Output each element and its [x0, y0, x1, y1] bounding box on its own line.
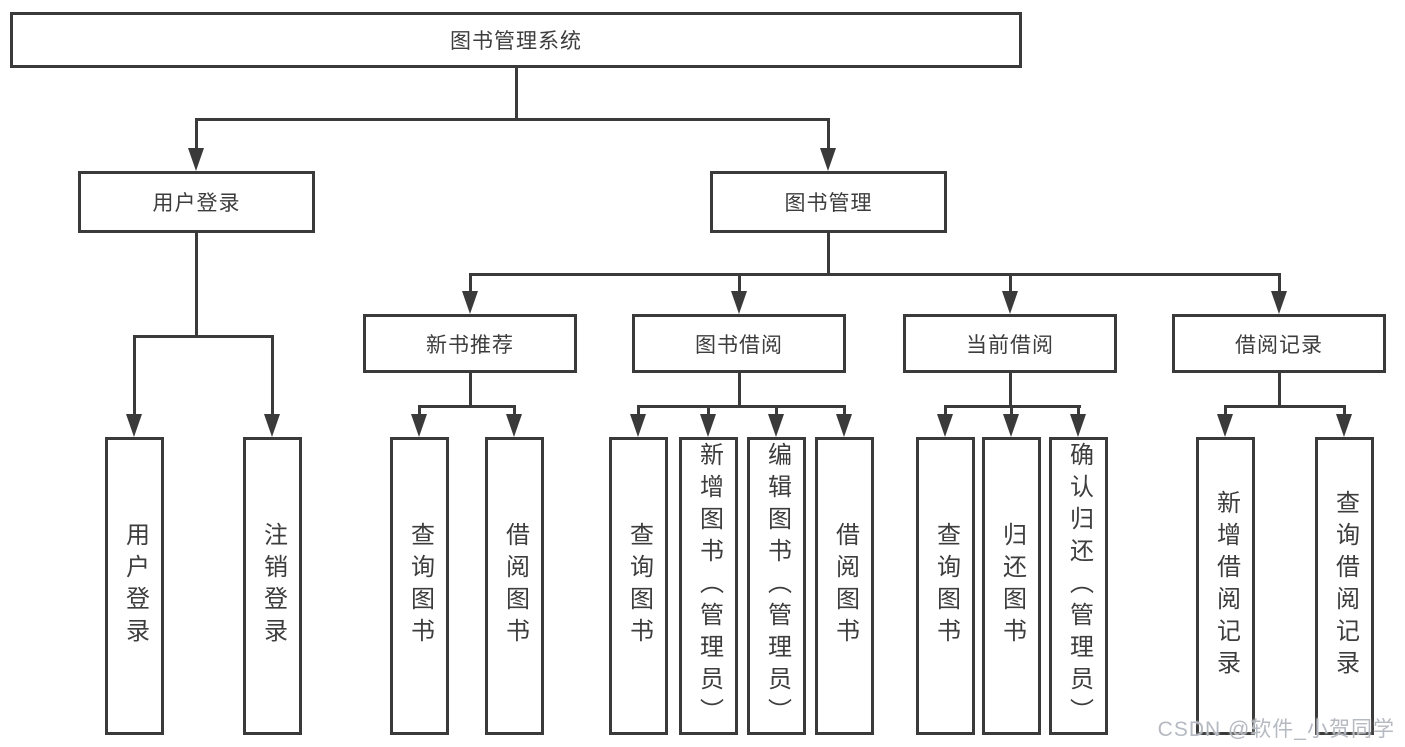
arrow-down-icon	[836, 414, 852, 437]
edge-book-management-stem	[827, 233, 830, 275]
leaf-add-borrow-record-label: 新增借阅记录	[1212, 490, 1240, 682]
arrow-down-icon	[411, 414, 427, 437]
node-book-borrow: 图书借阅	[632, 314, 846, 373]
edge-leaf-drop	[1343, 405, 1346, 417]
edge-leaf-drop	[944, 405, 947, 417]
leaf-borrow-books: 借阅图书	[815, 437, 874, 735]
arrow-down-icon	[731, 291, 747, 314]
edge-borrow-records-bus	[1224, 405, 1346, 408]
leaf-query-borrow-record: 查询借阅记录	[1315, 437, 1374, 735]
leaf-logout: 注销登录	[243, 437, 302, 735]
node-borrow-records: 借阅记录	[1172, 314, 1386, 373]
edge-book-borrow-stem	[738, 373, 741, 407]
edge-drop-current-borrow	[1009, 273, 1012, 294]
arrow-down-icon	[1070, 414, 1086, 437]
edge-leaf-drop	[707, 405, 710, 417]
edge-drop-leaf-login	[133, 335, 136, 416]
arrow-down-icon	[1217, 414, 1233, 437]
edge-user-login-bus	[133, 335, 274, 338]
arrow-down-icon	[1271, 291, 1287, 314]
edge-current-borrow-stem	[1009, 373, 1012, 407]
node-current-borrow: 当前借阅	[903, 314, 1117, 373]
edge-book-borrow-bus	[637, 405, 846, 408]
arrow-down-icon	[506, 414, 522, 437]
arrow-down-icon	[462, 291, 478, 314]
leaf-edit-book-admin-label: 编辑图书（管理员）	[763, 442, 791, 730]
leaf-edit-book-admin: 编辑图书（管理员）	[747, 437, 806, 735]
leaf-add-book-admin-label: 新增图书（管理员）	[695, 442, 723, 730]
csdn-watermark: CSDN @软件_小贺同学	[1157, 718, 1395, 741]
arrow-down-icon	[630, 414, 646, 437]
node-book-management-label: 图书管理	[784, 192, 873, 215]
edge-leaf-drop	[1077, 405, 1080, 417]
node-current-borrow-label: 当前借阅	[966, 333, 1054, 357]
arrow-down-icon	[1002, 291, 1018, 314]
node-root: 图书管理系统	[10, 12, 1022, 68]
node-borrow-records-label: 借阅记录	[1235, 333, 1323, 357]
edge-level2-bus	[195, 118, 830, 121]
leaf-query-books-borrow: 查询图书	[609, 437, 668, 735]
edge-leaf-drop	[637, 405, 640, 417]
arrow-down-icon	[820, 148, 836, 171]
node-user-login: 用户登录	[78, 171, 315, 233]
edge-new-book-recommend-stem	[469, 373, 472, 407]
node-new-book-recommend-label: 新书推荐	[426, 333, 514, 357]
leaf-query-books-current: 查询图书	[916, 437, 975, 735]
edge-leaf-drop	[1010, 405, 1013, 417]
leaf-query-books-current-label: 查询图书	[932, 522, 960, 650]
node-user-login-label: 用户登录	[152, 192, 241, 215]
leaf-query-borrow-record-label: 查询借阅记录	[1331, 490, 1359, 682]
edge-level3-bus	[469, 273, 1281, 276]
arrow-down-icon	[1003, 414, 1019, 437]
leaf-return-book-label: 归还图书	[998, 522, 1026, 650]
leaf-logout-label: 注销登录	[259, 522, 287, 650]
edge-drop-leaf-logout	[271, 335, 274, 416]
arrow-down-icon	[768, 414, 784, 437]
node-book-management: 图书管理	[710, 171, 947, 233]
edge-borrow-records-stem	[1278, 373, 1281, 407]
leaf-add-borrow-record: 新增借阅记录	[1196, 437, 1255, 735]
arrow-down-icon	[937, 414, 953, 437]
edge-leaf-drop	[843, 405, 846, 417]
edge-new-book-recommend-bus	[418, 405, 516, 408]
leaf-query-books-borrow-label: 查询图书	[625, 522, 653, 650]
edge-drop-borrow-records	[1278, 273, 1281, 294]
edge-drop-book-management	[827, 118, 830, 152]
leaf-return-book: 归还图书	[982, 437, 1041, 735]
arrow-down-icon	[126, 414, 142, 437]
leaf-borrow-books-label: 借阅图书	[831, 522, 859, 650]
edge-drop-user-login	[195, 118, 198, 152]
edge-leaf-drop	[513, 405, 516, 417]
edge-leaf-drop	[775, 405, 778, 417]
leaf-user-login-label: 用户登录	[121, 522, 149, 650]
arrow-down-icon	[700, 414, 716, 437]
edge-drop-new-book-recommend	[469, 273, 472, 294]
leaf-user-login: 用户登录	[105, 437, 164, 735]
edge-leaf-drop	[1224, 405, 1227, 417]
leaf-confirm-return-admin: 确认归还（管理员）	[1049, 437, 1108, 735]
edge-drop-book-borrow	[738, 273, 741, 294]
leaf-borrow-books-recommend: 借阅图书	[485, 437, 544, 735]
leaf-confirm-return-admin-label: 确认归还（管理员）	[1065, 442, 1093, 730]
leaf-add-book-admin: 新增图书（管理员）	[679, 437, 738, 735]
arrow-down-icon	[264, 414, 280, 437]
arrow-down-icon	[188, 148, 204, 171]
edge-leaf-drop	[418, 405, 421, 417]
arrow-down-icon	[1336, 414, 1352, 437]
node-book-borrow-label: 图书借阅	[695, 333, 783, 357]
edge-root-stem	[515, 68, 518, 120]
leaf-query-books-recommend: 查询图书	[390, 437, 449, 735]
leaf-query-books-recommend-label: 查询图书	[406, 522, 434, 650]
leaf-borrow-books-recommend-label: 借阅图书	[501, 522, 529, 650]
node-root-label: 图书管理系统	[450, 30, 582, 53]
edge-user-login-stem	[195, 233, 198, 337]
node-new-book-recommend: 新书推荐	[363, 314, 577, 373]
